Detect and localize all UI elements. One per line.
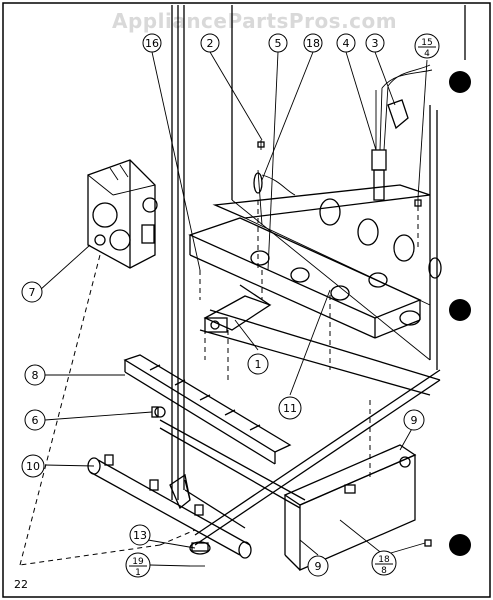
leader-lines (39, 51, 428, 567)
small-parts (151, 406, 432, 567)
igniter (371, 64, 433, 207)
svg-text:18: 18 (378, 555, 390, 565)
registration-dot (449, 71, 471, 93)
callout-13: 13 (129, 524, 151, 546)
callout-9-upper: 9 (403, 409, 425, 431)
svg-text:13: 13 (133, 529, 147, 542)
svg-text:5: 5 (275, 37, 282, 50)
callout-10: 10 (21, 454, 45, 478)
pilot-assembly (203, 140, 296, 333)
callout-8: 8 (24, 364, 46, 386)
callout-7: 7 (21, 281, 43, 303)
svg-text:1: 1 (135, 568, 141, 578)
svg-text:4: 4 (424, 49, 430, 59)
svg-text:4: 4 (343, 37, 350, 50)
callout-9-lower: 9 (307, 555, 329, 577)
watermark: AppliancePartsPros.com (112, 9, 397, 33)
svg-text:18: 18 (306, 37, 320, 50)
svg-text:3: 3 (372, 37, 379, 50)
callout-6: 6 (24, 409, 46, 431)
callout-18: 18 (303, 33, 323, 53)
manifold-pipe (87, 454, 252, 559)
callout-11: 11 (278, 396, 302, 420)
svg-text:9: 9 (411, 414, 418, 427)
svg-text:9: 9 (315, 560, 322, 573)
svg-text:11: 11 (283, 402, 297, 415)
callout-3: 3 (365, 33, 385, 53)
svg-text:10: 10 (26, 460, 40, 473)
svg-text:8: 8 (32, 369, 39, 382)
gas-valve (87, 159, 158, 269)
svg-text:16: 16 (145, 37, 159, 50)
callout-1: 1 (247, 353, 269, 375)
burner-rack (123, 354, 292, 465)
svg-text:2: 2 (207, 37, 214, 50)
callout-15-4: 15 4 (414, 33, 440, 59)
callout-19-1: 19 1 (125, 552, 151, 578)
svg-text:1: 1 (255, 358, 262, 371)
callout-5: 5 (268, 33, 288, 53)
svg-text:15: 15 (421, 38, 432, 48)
burner-box (188, 184, 442, 339)
callout-16: 16 (142, 33, 162, 53)
burner-shield (283, 444, 417, 571)
callout-2: 2 (200, 33, 220, 53)
alignment-lines (19, 200, 419, 566)
svg-text:7: 7 (29, 286, 36, 299)
callout-18-8: 18 8 (371, 550, 397, 576)
registration-dot (449, 534, 471, 556)
svg-text:8: 8 (381, 566, 387, 576)
registration-dot (449, 299, 471, 321)
page-number: 22 (14, 578, 28, 591)
svg-text:19: 19 (132, 557, 144, 567)
svg-text:6: 6 (32, 414, 39, 427)
base-frame (159, 309, 441, 546)
callout-4: 4 (336, 33, 356, 53)
